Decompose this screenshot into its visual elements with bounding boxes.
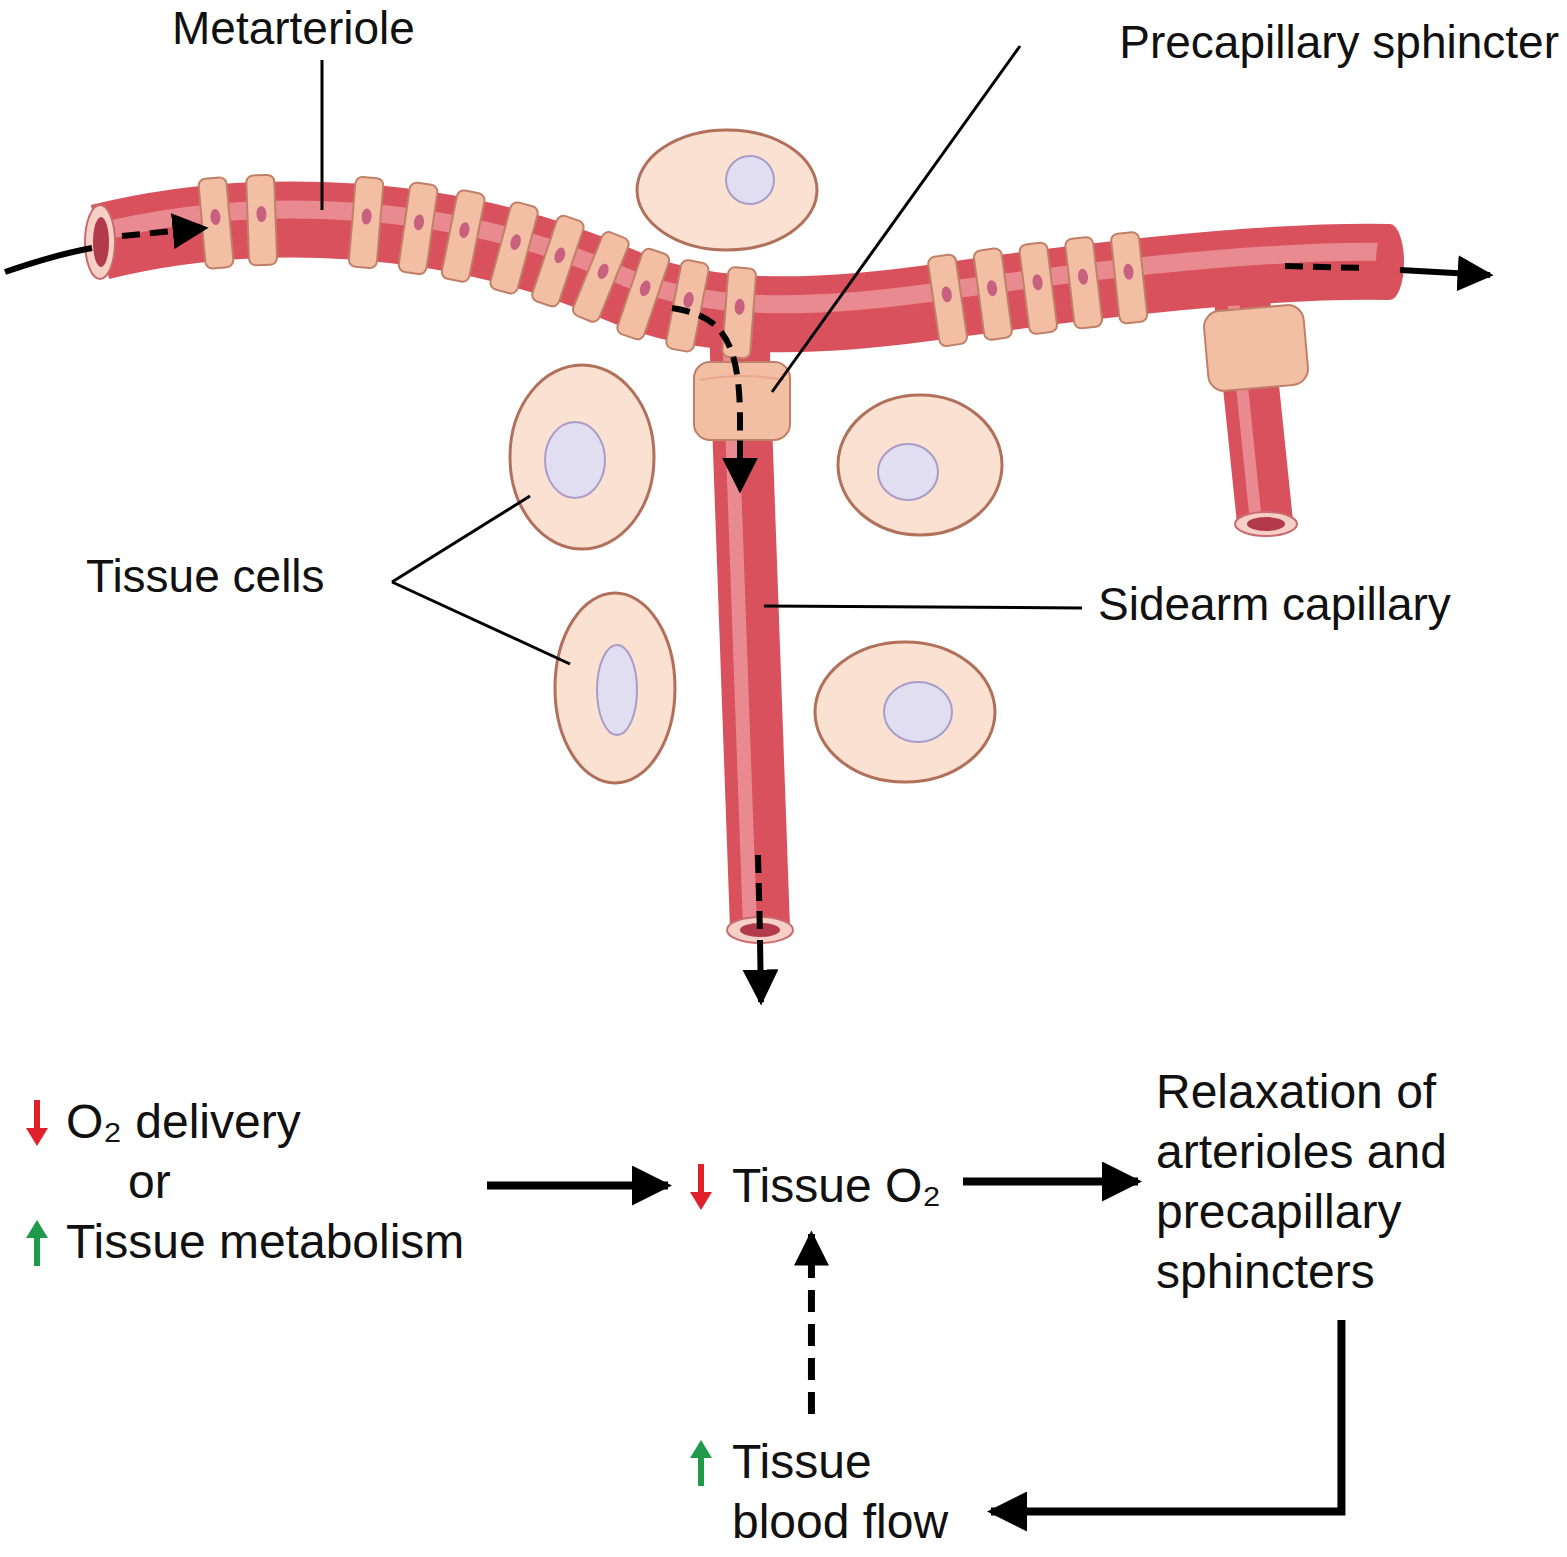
flow-arrow bbox=[991, 1320, 1341, 1512]
step-text: Relaxation of arterioles and precapillar… bbox=[1156, 1062, 1451, 1302]
increase-arrow-icon bbox=[688, 1438, 714, 1488]
flow-arrow bbox=[487, 1182, 668, 1190]
muscle-band bbox=[665, 259, 710, 353]
part-label: Metarteriole bbox=[172, 2, 415, 55]
feedback-arrow bbox=[808, 1234, 815, 1414]
flow-arrow bbox=[963, 1178, 1138, 1186]
step-text: Tissue blood flow bbox=[732, 1432, 982, 1552]
muscle-band bbox=[530, 214, 585, 308]
muscle-band bbox=[927, 254, 968, 347]
leader-lines bbox=[322, 46, 1082, 664]
muscle-band bbox=[1065, 236, 1103, 329]
muscle-band bbox=[616, 247, 671, 341]
flow-step: O₂ deliveryorTissue metabolism bbox=[20, 1092, 469, 1272]
muscle-band bbox=[398, 182, 439, 275]
flow-step: Relaxation of arterioles and precapillar… bbox=[1156, 1062, 1451, 1302]
step-text: Tissue O₂ bbox=[732, 1156, 945, 1216]
muscle-band bbox=[198, 177, 234, 269]
muscle-band bbox=[1110, 231, 1147, 323]
muscle-band bbox=[571, 230, 631, 324]
step-text: O₂ delivery bbox=[66, 1092, 469, 1152]
part-label: Precapillary sphincter bbox=[1119, 16, 1559, 69]
step-text: or bbox=[128, 1152, 469, 1212]
muscle-band bbox=[1019, 242, 1058, 335]
flow-arrows bbox=[5, 228, 1490, 1002]
step-text: Tissue metabolism bbox=[66, 1212, 469, 1272]
flow-step: Tissue blood flow bbox=[686, 1432, 953, 1552]
decrease-arrow-icon bbox=[688, 1162, 714, 1212]
part-label: Sidearm capillary bbox=[1098, 578, 1451, 631]
part-label: Tissue cells bbox=[86, 550, 325, 603]
decrease-arrow-icon bbox=[24, 1098, 50, 1148]
muscle-band bbox=[973, 248, 1013, 341]
smooth-muscle-bands bbox=[198, 175, 1148, 359]
muscle-band bbox=[489, 201, 539, 295]
muscle-band bbox=[441, 189, 486, 283]
muscle-band bbox=[246, 175, 277, 266]
flow-step: Tissue O₂ bbox=[686, 1156, 945, 1216]
muscle-band bbox=[348, 177, 383, 269]
increase-arrow-icon bbox=[24, 1218, 50, 1268]
